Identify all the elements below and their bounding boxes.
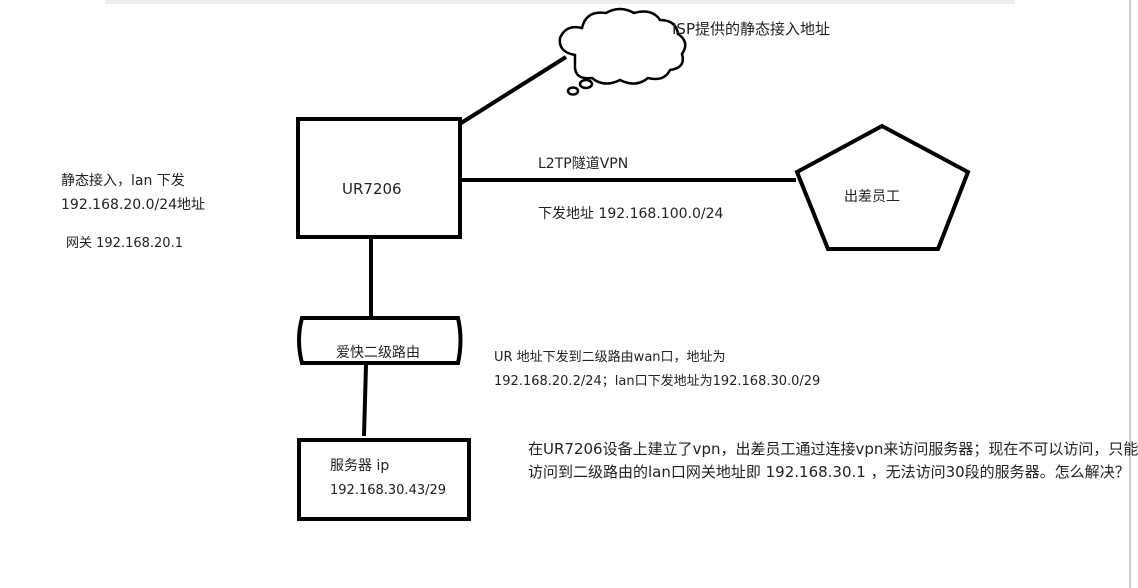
secondary-note-line1: UR 地址下发到二级路由wan口，地址为	[494, 350, 726, 365]
secondary-to-server-line	[362, 364, 368, 437]
router-label: UR7206	[342, 180, 402, 198]
secondary-router-shape	[297, 316, 463, 365]
left-note-line2: 192.168.20.0/24地址	[61, 197, 206, 213]
left-note-line1: 静态接入，lan 下发	[61, 173, 185, 189]
server-title: 服务器 ip	[330, 458, 390, 474]
employee-label: 出差员工	[844, 189, 900, 205]
router-ur7206-box	[296, 117, 462, 239]
server-ip: 192.168.30.43/29	[330, 483, 447, 498]
isp-cloud-icon	[558, 7, 687, 96]
question-line1: 在UR7206设备上建立了vpn，出差员工通过连接vpn来访问服务器；现在不可以…	[528, 440, 1138, 458]
vpn-subnet-label: 下发地址 192.168.100.0/24	[538, 206, 724, 222]
vpn-label: L2TP隧道VPN	[538, 156, 629, 172]
isp-label: ISP提供的静态接入地址	[672, 20, 830, 38]
top-strip	[105, 0, 1015, 4]
question-line2: 访问到二级路由的lan口网关地址即 192.168.30.1 ，无法访问30段的…	[528, 463, 1130, 481]
secondary-note-line2: 192.168.20.2/24；lan口下发地址为192.168.30.0/29	[494, 374, 821, 389]
employee-pentagon	[794, 123, 971, 251]
router-to-isp-line	[456, 55, 568, 127]
secondary-router-label: 爱快二级路由	[336, 345, 420, 361]
server-box	[297, 438, 471, 521]
gateway-label: 网关 192.168.20.1	[66, 236, 183, 251]
